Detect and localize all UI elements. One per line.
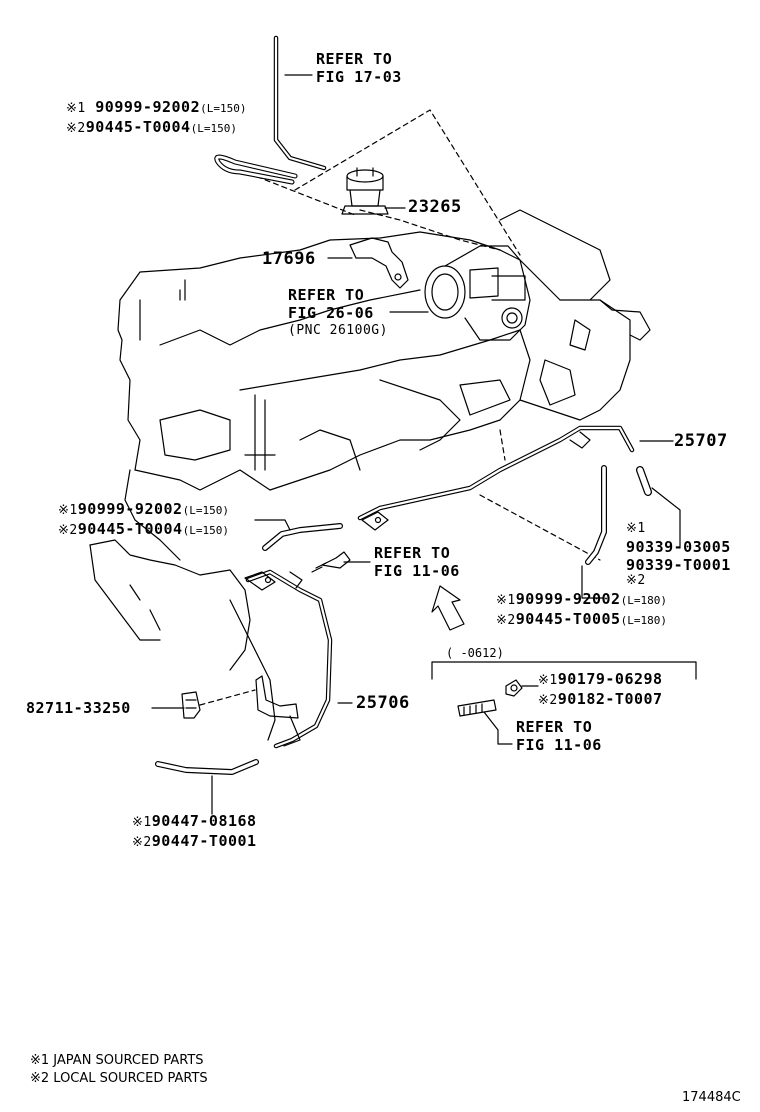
part-number[interactable]: 90339-T0001 (626, 556, 731, 574)
union-bolt (311, 551, 371, 573)
bracket-17696 (327, 237, 409, 289)
legend-item: ※2 LOCAL SOURCED PARTS (30, 1071, 208, 1086)
part-25706[interactable]: 25706 (356, 693, 410, 713)
throttle-body (389, 245, 531, 341)
part-number[interactable]: 90999-92002 (95, 98, 201, 116)
vsv-23265 (341, 167, 406, 215)
date-range: ( -0612) (446, 646, 504, 660)
stud-nut-parts: ※190179-06298 ※290182-T0007 (538, 670, 663, 708)
right-hose-parts: ※190999-92002(L=180) ※290445-T0005(L=180… (496, 590, 667, 628)
u-hose (214, 154, 298, 185)
hose-bottom (155, 759, 259, 815)
right-parts: ※1 90339-03005 90339-T0001 ※2 (626, 521, 731, 588)
part-number[interactable]: 90445-T0004 (85, 118, 191, 136)
refer-fig-11-06-b[interactable]: REFER TO FIG 11-06 (516, 718, 602, 754)
part-25707[interactable]: 25707 (674, 431, 728, 451)
part-number[interactable]: 90445-T0005 (515, 610, 621, 628)
figure-number: 174484C (682, 1090, 741, 1105)
pipe-25706 (244, 569, 353, 749)
part-number[interactable]: 90445-T0004 (77, 520, 183, 538)
part-number[interactable]: 90339-03005 (626, 538, 731, 556)
hose-middle (254, 519, 343, 551)
part-number[interactable]: 90179-06298 (557, 670, 663, 688)
breather-hose-top (273, 35, 327, 171)
refer-fig-17-03[interactable]: REFER TO FIG 17-03 (316, 50, 402, 86)
part-number[interactable]: 90182-T0007 (557, 690, 663, 708)
pipe-25707 (357, 425, 674, 531)
part-number[interactable]: 90447-T0001 (151, 832, 257, 850)
part-number[interactable]: 90999-92002 (515, 590, 621, 608)
hose-right (581, 465, 607, 599)
legend: ※1 JAPAN SOURCED PARTS ※2 LOCAL SOURCED … (30, 1052, 208, 1088)
clip-82711 (151, 691, 201, 719)
engine-block (89, 209, 651, 741)
refer-fig-11-06-a[interactable]: REFER TO FIG 11-06 (374, 544, 460, 580)
refer-fig-26-06[interactable]: REFER TO FIG 26-06 (PNC 26100G) (288, 286, 388, 338)
part-82711-33250[interactable]: 82711-33250 (26, 699, 131, 717)
legend-item: ※1 JAPAN SOURCED PARTS (30, 1053, 204, 1068)
top-hose-parts: ※1 90999-92002(L=150) ※290445-T0004(L=15… (66, 98, 247, 136)
mid-hose-parts: ※190999-92002(L=150) ※290445-T0004(L=150… (58, 500, 229, 538)
direction-arrow (431, 585, 465, 631)
part-number[interactable]: 90999-92002 (77, 500, 183, 518)
pipe-connector (636, 466, 681, 549)
part-number[interactable]: 90447-08168 (151, 812, 257, 830)
stud-nut-group (431, 661, 697, 745)
part-17696[interactable]: 17696 (262, 249, 316, 269)
bottom-hose-parts: ※190447-08168 ※290447-T0001 (132, 812, 257, 850)
part-23265[interactable]: 23265 (408, 197, 462, 217)
